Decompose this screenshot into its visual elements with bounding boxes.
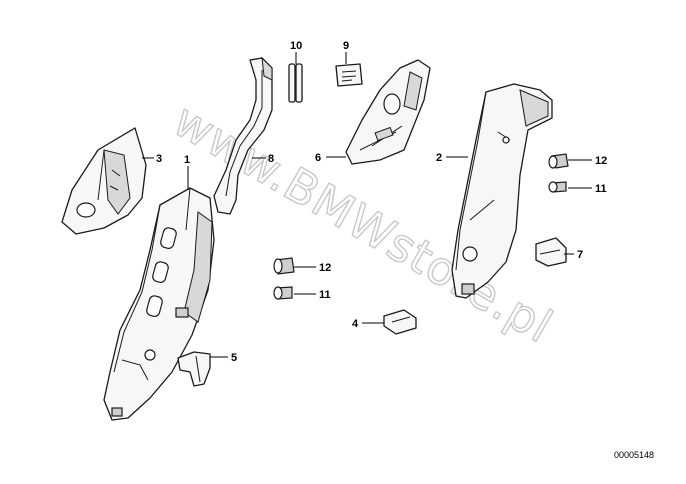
- callout-1: 1: [184, 154, 190, 166]
- callout-5: 5: [231, 352, 237, 364]
- callout-11-right: 11: [595, 183, 607, 195]
- fastener-11-center[interactable]: [273, 286, 293, 300]
- leader-lines: [142, 52, 592, 358]
- part-4-clip[interactable]: [383, 309, 417, 335]
- part-8-seal-strip[interactable]: [213, 56, 273, 215]
- diagram-number: 00005148: [614, 450, 654, 460]
- callout-7: 7: [577, 249, 583, 261]
- callout-8: 8: [268, 153, 274, 165]
- part-6-trim-piece[interactable]: [345, 59, 431, 165]
- callout-12-center: 12: [319, 262, 331, 274]
- callout-11-center: 11: [319, 289, 331, 301]
- part-9-label-plate[interactable]: [335, 63, 363, 87]
- callout-9: 9: [343, 40, 349, 52]
- part-5-clip[interactable]: [177, 351, 211, 387]
- part-7-bracket[interactable]: [535, 237, 567, 267]
- callout-10: 10: [290, 40, 302, 52]
- fastener-12-center[interactable]: [273, 257, 295, 275]
- callout-3: 3: [156, 153, 162, 165]
- part-3-trim-panel[interactable]: [61, 127, 147, 235]
- callout-12-right: 12: [595, 155, 607, 167]
- part-2-pillar-trim[interactable]: [451, 83, 553, 299]
- fastener-12-right[interactable]: [548, 153, 569, 169]
- callout-6: 6: [315, 152, 321, 164]
- callout-4: 4: [352, 318, 359, 330]
- part-10-insert[interactable]: [288, 63, 303, 103]
- fastener-11-right[interactable]: [548, 181, 567, 193]
- part-1-pillar-trim[interactable]: [103, 187, 215, 421]
- callout-2: 2: [436, 152, 442, 164]
